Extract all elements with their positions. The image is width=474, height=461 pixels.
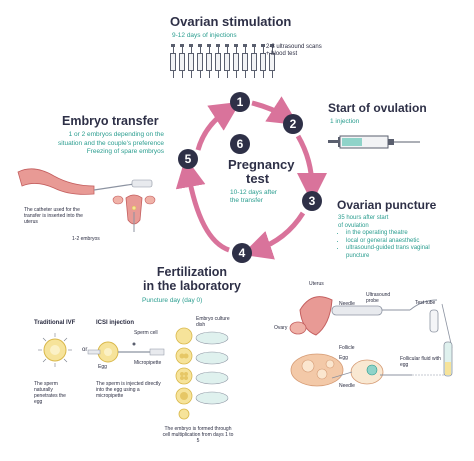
embryo-note: The embryo is formed through cell multip… bbox=[162, 426, 234, 444]
pregnancy-title-line2: test bbox=[246, 171, 270, 186]
label-egg: Egg bbox=[339, 355, 348, 361]
syringe-icon bbox=[188, 44, 194, 78]
syringe-icon bbox=[233, 44, 239, 78]
ivf-note: The sperm naturally penetrates the egg bbox=[34, 381, 66, 405]
puncture-bullets: in the operating theatre local or genera… bbox=[338, 230, 458, 260]
syringe-icon bbox=[206, 44, 212, 78]
embryo-dish-stack bbox=[175, 327, 229, 420]
fertilization-title-line1: Fertilization bbox=[156, 265, 228, 279]
blood-test-note: + blood test bbox=[266, 51, 298, 57]
embryo-transfer-illustration bbox=[17, 168, 156, 232]
step-1-badge: 1 bbox=[230, 92, 250, 112]
syringe-icon bbox=[269, 44, 275, 78]
fertilization-illustration bbox=[38, 333, 165, 367]
fertilization-title: Fertilization in the laboratory bbox=[122, 265, 262, 293]
syringe-icon bbox=[215, 44, 221, 78]
syringe-icon bbox=[197, 44, 203, 78]
start-ovulation-title: Start of ovulation bbox=[328, 101, 427, 115]
label-follicle: Follicle bbox=[339, 345, 355, 351]
puncture-bullet: in the operating theatre bbox=[346, 230, 458, 238]
ovarian-stimulation-note: 2-3 ultrasound scans + blood test bbox=[266, 44, 322, 58]
puncture-line1: 35 hours after start bbox=[338, 215, 389, 221]
syringe-icon bbox=[260, 44, 266, 78]
embryo-transfer-details: 1 or 2 embryos depending on the situatio… bbox=[38, 131, 164, 157]
syringe-icon bbox=[224, 44, 230, 78]
syringe-icon bbox=[170, 44, 176, 78]
syringe-icon bbox=[179, 44, 185, 78]
catheter-note: The catheter used for the transfer is in… bbox=[24, 207, 83, 225]
step-5-badge: 5 bbox=[178, 149, 198, 169]
pregnancy-sub-line1: 10-12 days after bbox=[230, 189, 277, 196]
puncture-line2: of ovulation bbox=[338, 222, 369, 229]
embryo-transfer-title: Embryo transfer bbox=[62, 114, 159, 128]
fertilization-title-line2: in the laboratory bbox=[143, 279, 241, 293]
syringe-icon bbox=[251, 44, 257, 78]
pregnancy-test-title: Pregnancy test bbox=[228, 158, 294, 186]
transfer-line3: Freezing of spare embryos bbox=[86, 148, 164, 155]
start-ovulation-subtitle: 1 injection bbox=[330, 118, 360, 125]
icsi-note: The sperm is injected directly into the … bbox=[96, 381, 161, 399]
label-test-tube: Test tube bbox=[415, 300, 436, 306]
label-micropipette: Micropipette bbox=[134, 360, 162, 366]
embryos-label: 1-2 embryos bbox=[72, 236, 100, 242]
scans-note: 2-3 ultrasound scans bbox=[266, 44, 322, 50]
ovulation-syringe-icon bbox=[328, 135, 420, 149]
step-3-badge: 3 bbox=[302, 191, 322, 211]
puncture-bullet: ultrasound-guided trans vaginal puncture bbox=[346, 245, 446, 260]
transfer-line2: situation and the couple's preference bbox=[57, 139, 164, 147]
transfer-line1: 1 or 2 embryos depending on the bbox=[68, 131, 164, 138]
fertilization-subtitle: Puncture day (day 0) bbox=[142, 297, 203, 304]
pregnancy-test-subtitle: 10-12 days after the transfer bbox=[230, 189, 277, 205]
pregnancy-title-line1: Pregnancy bbox=[228, 157, 295, 172]
embryo-dish-label: Embryo culture dish bbox=[196, 316, 230, 328]
step-2-badge: 2 bbox=[283, 114, 303, 134]
traditional-ivf-label: Traditional IVF bbox=[34, 320, 76, 326]
puncture-bullet: local or general anaesthetic bbox=[346, 238, 458, 246]
step-6-badge: 6 bbox=[230, 134, 250, 154]
ovarian-puncture-details: 35 hours after start of ovulation in the… bbox=[338, 215, 458, 260]
puncture-illustration bbox=[289, 296, 453, 387]
label-ovary: Ovary bbox=[274, 325, 288, 331]
icsi-label: ICSI injection bbox=[96, 320, 135, 326]
step-4-badge: 4 bbox=[232, 243, 252, 263]
label-needle-2: Needle bbox=[339, 383, 355, 389]
syringe-row bbox=[170, 44, 275, 78]
label-sperm-cell: Sperm cell bbox=[134, 330, 158, 336]
syringe-icon bbox=[242, 44, 248, 78]
ovarian-stimulation-subtitle: 9-12 days of injections bbox=[172, 32, 237, 39]
label-egg-icsi: Egg bbox=[98, 364, 107, 370]
pregnancy-sub-line2: the transfer bbox=[230, 197, 263, 204]
label-uterus: Uterus bbox=[309, 281, 324, 287]
ovarian-puncture-title: Ovarian puncture bbox=[337, 198, 437, 212]
or-label: or bbox=[82, 347, 88, 353]
ovarian-stimulation-title: Ovarian stimulation bbox=[170, 14, 292, 29]
label-ultrasound-probe: Ultrasound probe bbox=[366, 292, 391, 304]
label-follicular-fluid: Follicular fluid with egg bbox=[400, 356, 441, 368]
label-needle: Needle bbox=[339, 301, 355, 307]
